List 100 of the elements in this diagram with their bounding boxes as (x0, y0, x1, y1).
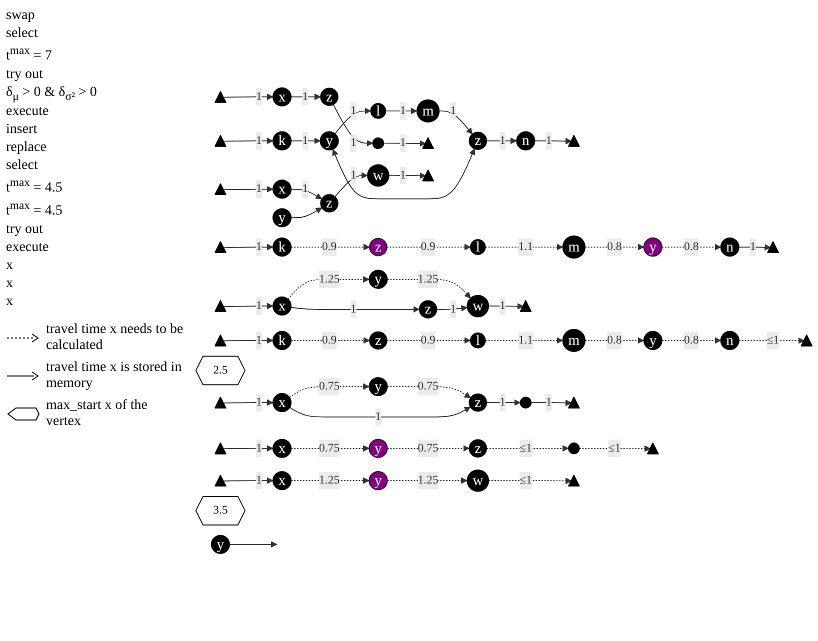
node-circle: n (720, 237, 740, 256)
node-circle (520, 396, 532, 408)
node-circle: x (272, 392, 292, 412)
edge-label: 1 (256, 334, 262, 346)
arrow (332, 148, 476, 200)
node-circle: x (272, 296, 292, 316)
edge-label: 0.9 (322, 334, 337, 346)
arrow (290, 94, 321, 100)
arrow (383, 140, 426, 147)
node-circle: k (272, 237, 292, 256)
node-circle: y (368, 270, 388, 289)
arrow (486, 399, 520, 406)
edge-label: 1 (350, 302, 356, 316)
arrow (289, 383, 370, 398)
arrow (290, 306, 420, 312)
edge-label: 1 (450, 104, 456, 117)
legend-text: travel time x is stored in memory (46, 360, 183, 392)
edge-label: 1 (350, 168, 356, 182)
node-circle: x (272, 180, 292, 199)
node-circle: y (368, 376, 388, 396)
arrow (290, 137, 320, 144)
diagram-note: execute (6, 240, 50, 256)
arrow (290, 188, 322, 200)
arrow (223, 302, 274, 310)
node-circle: z (468, 439, 488, 458)
diagram-note: insert (6, 122, 38, 138)
edge-label: 0.9 (322, 240, 337, 253)
diagram-note: t$^{max}$ = 4.5 (6, 199, 64, 220)
edge-label: 1 (500, 396, 506, 408)
diagram-note: t$^{max}$ = 4.5 (6, 176, 64, 198)
arrow (488, 302, 524, 310)
arrow (334, 108, 371, 134)
node-circle: z (418, 300, 438, 318)
arrow (438, 110, 473, 134)
legend-text: max_start x of the vertex (46, 398, 148, 430)
arrow (662, 244, 721, 250)
node-circle: w (367, 164, 390, 186)
edge-label: 0.8 (684, 334, 699, 346)
arrow (386, 337, 471, 344)
arrow (223, 477, 274, 484)
arrow (738, 244, 771, 250)
edge-label: 1 (256, 299, 262, 312)
edge-label: 1 (256, 182, 262, 195)
edge-label: 1.25 (319, 272, 340, 286)
edge-label: 1 (500, 299, 506, 312)
edge-label: 1 (256, 442, 262, 454)
diagram-note: swap (6, 8, 36, 24)
edge-label: 0.9 (420, 334, 436, 346)
arrow (223, 244, 274, 250)
arrow (436, 304, 468, 312)
arrow (223, 94, 274, 100)
edge-label: 1 (256, 134, 262, 147)
node-circle (372, 137, 384, 149)
arrow (223, 337, 274, 344)
arrow (486, 137, 517, 144)
node-circle: k (272, 131, 292, 150)
edge-label: 1 (302, 134, 308, 147)
diagram-note: select (6, 158, 39, 174)
arrow (579, 445, 651, 452)
edge-label: 0.75 (319, 442, 340, 454)
arrow (288, 276, 370, 300)
node-circle: x (272, 87, 292, 106)
edge-label: 0.75 (418, 380, 438, 392)
edge-label: 1 (450, 302, 456, 316)
edge-label: 0.8 (684, 240, 699, 253)
edge-label: 1 (302, 90, 308, 103)
diagram-note: t$^{max}$ = 7 (6, 44, 53, 65)
edge-label: 1 (256, 90, 262, 103)
diagram-note: select (6, 26, 39, 42)
edge-label: ≤1 (520, 474, 532, 486)
edge-label: 0.8 (607, 240, 622, 253)
node-circle: k (272, 330, 292, 350)
edge-label: 1 (256, 396, 262, 408)
edge-label: 1 (302, 182, 308, 195)
diagram-note: x (6, 258, 14, 274)
node-circle: y (320, 131, 339, 150)
edge-label: 1 (350, 104, 356, 117)
node-circle: z (320, 194, 338, 212)
node-circle: w (466, 294, 490, 318)
edge-label: 1 (375, 410, 382, 423)
edge-label: 1 (256, 474, 262, 486)
node-circle: z (369, 331, 388, 350)
node-circle: w (466, 469, 490, 492)
node-circle: y (643, 237, 662, 256)
arrow (290, 244, 370, 250)
arrow (530, 400, 572, 406)
node-circle: x (272, 438, 292, 458)
edge-label: 1 (400, 136, 406, 149)
arrow (386, 244, 471, 250)
edge-label: 1.25 (418, 474, 438, 486)
edge-label: 1 (400, 168, 406, 182)
arrow (223, 399, 274, 406)
edge-label: 1 (750, 240, 756, 253)
edge-label: ≤1 (766, 334, 780, 346)
arrow (486, 445, 569, 452)
arrow (289, 406, 471, 418)
arrow (584, 244, 644, 250)
edge-label: ≤1 (520, 442, 532, 454)
diagram-note: δ$_{μ}$ > 0 & δ$_{σ²}$ > 0 (6, 84, 98, 102)
edge-label: 1 (350, 136, 356, 149)
